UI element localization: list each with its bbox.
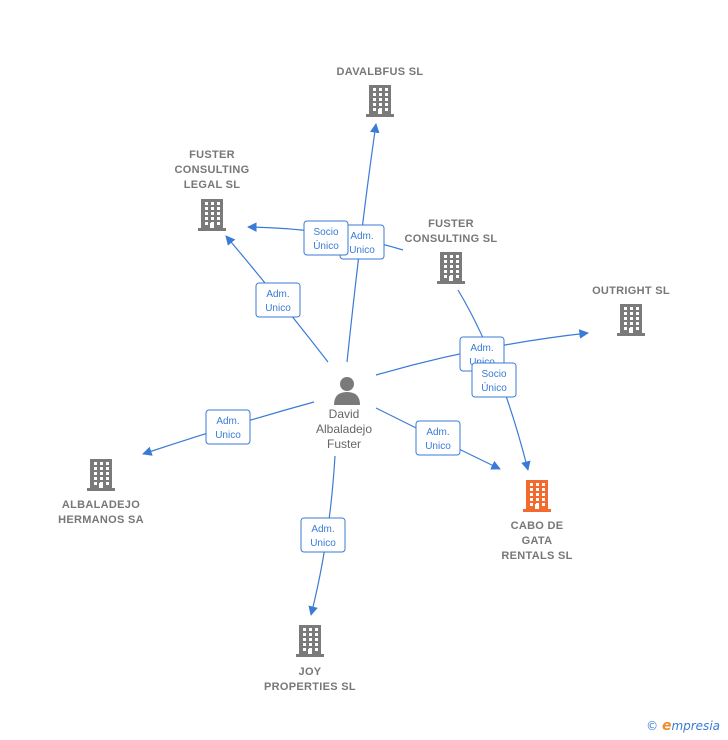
brand-name: mpresia <box>671 719 720 733</box>
company-label-line: FUSTER <box>428 218 474 230</box>
company-node-fuster-consulting[interactable]: FUSTER CONSULTING SL <box>405 218 498 284</box>
relation-box <box>471 362 517 398</box>
relation-box <box>415 420 461 456</box>
building-icon <box>523 480 551 512</box>
company-node-fuster-legal[interactable]: FUSTER CONSULTING LEGAL SL <box>175 149 250 231</box>
relation-text: Unico <box>265 303 291 314</box>
relation-label-r-albaladejo[interactable]: Adm. Unico <box>205 409 251 445</box>
company-label-line: DAVALBFUS SL <box>337 66 424 78</box>
relation-box <box>300 517 346 553</box>
company-node-davalbfus[interactable]: DAVALBFUS SL <box>337 66 424 117</box>
company-label-line: GATA <box>522 535 553 547</box>
copyright-icon: © <box>646 719 659 733</box>
person-body-icon <box>334 392 360 405</box>
relation-text: Adm. <box>216 416 239 427</box>
company-label-line: CONSULTING SL <box>405 233 498 245</box>
relation-box <box>205 409 251 445</box>
company-label-line: PROPERTIES SL <box>264 681 356 693</box>
relations-group: Adm.UnicoSocioÚnicoAdm.UnicoAdm.UnicoSoc… <box>205 220 517 553</box>
building-icon <box>296 625 324 657</box>
relation-text: Adm. <box>426 427 449 438</box>
relation-box <box>303 220 349 256</box>
relation-text: Adm. <box>266 289 289 300</box>
relation-text: Único <box>481 381 507 394</box>
relation-text: Adm. <box>350 231 373 242</box>
relation-text: Unico <box>215 430 241 441</box>
company-label-line: ALBALADEJO <box>62 499 140 511</box>
company-node-joy[interactable]: JOY PROPERTIES SL <box>264 625 356 693</box>
relation-text: Adm. <box>311 524 334 535</box>
company-node-outright[interactable]: OUTRIGHT SL <box>592 285 670 336</box>
relation-text: Socio <box>481 369 506 380</box>
company-label-line: FUSTER <box>189 149 235 161</box>
relation-label-r-legal-adm[interactable]: Adm. Unico <box>255 282 301 318</box>
company-node-albaladejo[interactable]: ALBALADEJO HERMANOS SA <box>58 459 144 526</box>
relation-label-r-davalbfus[interactable]: Adm. Unico <box>339 224 385 260</box>
building-icon <box>437 252 465 284</box>
relation-text: Único <box>313 239 339 252</box>
building-icon <box>198 199 226 231</box>
company-label-line: CABO DE <box>511 520 564 532</box>
footer-brand: © empresia <box>646 718 720 734</box>
relation-text: Unico <box>425 441 451 452</box>
person-name-line: Fuster <box>327 437 361 451</box>
relation-text: Unico <box>310 538 336 549</box>
building-icon <box>366 85 394 117</box>
building-icon <box>87 459 115 491</box>
brand-initial: e <box>661 718 672 734</box>
company-label-line: RENTALS SL <box>501 550 572 562</box>
person-name-line: Albaladejo <box>316 422 372 436</box>
person-icon <box>340 377 354 391</box>
relation-text: Socio <box>313 227 338 238</box>
company-label-line: OUTRIGHT SL <box>592 285 670 297</box>
person-name-line: David <box>329 407 360 421</box>
company-label-line: CONSULTING <box>175 164 250 176</box>
relation-label-r-joy[interactable]: Adm. Unico <box>300 517 346 553</box>
building-icon <box>617 304 645 336</box>
company-label-line: LEGAL SL <box>184 179 241 191</box>
relation-label-r-cabo[interactable]: Adm. Unico <box>415 420 461 456</box>
relation-text: Adm. <box>470 343 493 354</box>
company-label-line: HERMANOS SA <box>58 514 144 526</box>
relation-box <box>255 282 301 318</box>
company-label-line: JOY <box>299 666 322 678</box>
relation-text: Unico <box>349 245 375 256</box>
company-node-cabo[interactable]: CABO DE GATA RENTALS SL <box>501 480 572 562</box>
